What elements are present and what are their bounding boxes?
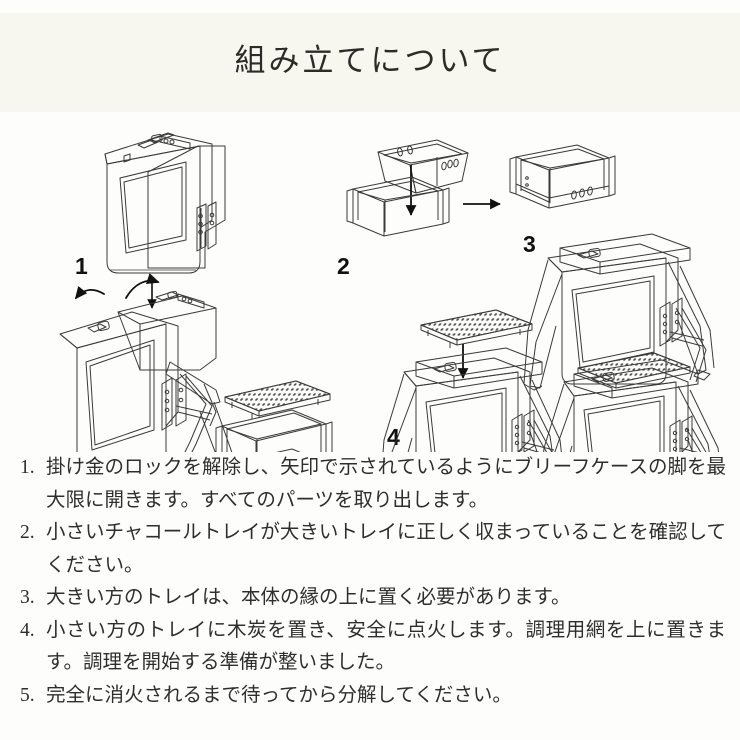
cooking-grate-illustration [224,380,331,419]
list-item-text: 完全に消火されるまで待ってから分解してください。 [46,684,512,706]
list-item-marker: 3. [20,587,35,608]
assembly-diagram-svg: 1 [59,132,719,452]
step2-large-tray [346,176,450,237]
list-item-marker: 4. [20,619,35,641]
list-item-text: 大きい方のトレイは、本体の縁の上に置く必要があります。 [46,587,571,608]
list-item-text: 掛け金のロックを解除し、矢印で示されているようにブリーフケースの脚を最大限に開き… [46,457,726,511]
instruction-list: 1. 掛け金のロックを解除し、矢印で示されているようにブリーフケースの脚を最大限… [20,452,726,712]
list-item-marker: 1. [20,457,35,478]
list-item-text: 小さいチャコールトレイが大きいトレイに正しく収まっていることを確認してください。 [46,522,726,576]
step-number-4: 4 [387,424,400,450]
step2-nested-trays [509,144,616,209]
step2-small-tray [377,139,469,194]
step-number-3: 3 [523,231,536,257]
list-item-text: 小さい方のトレイに木炭を置き、安全に点火します。調理用網を上に置きます。調理を開… [46,619,726,674]
page-title: 組み立てについて [234,43,506,78]
briefcase-opened-illustration [59,290,233,452]
step-number-2: 2 [337,253,350,279]
assembly-illustration-group: 1 [0,112,740,452]
list-item-marker: 2. [20,522,35,543]
step4-cooking-grate [420,309,533,348]
briefcase-closed-illustration [104,132,226,274]
list-item-marker: 5. [20,684,35,706]
list-item: 2. 小さいチャコールトレイが大きいトレイに正しく収まっていることを確認してくだ… [20,517,726,582]
list-item: 4. 小さい方のトレイに木炭を置き、安全に点火します。調理用網を上に置きます。調… [20,615,726,680]
large-tray-illustration [215,409,333,452]
list-item: 3. 大きい方のトレイは、本体の縁の上に置く必要があります。 [20,582,726,615]
list-item: 5. 完全に消火されるまで待ってから分解してください。 [20,680,726,713]
step-number-1: 1 [75,253,88,279]
curved-arrows-step1 [74,273,160,300]
step4-grill-open [382,347,562,452]
title-band [0,13,740,112]
step4-grill-assembled [543,352,719,452]
list-item: 1. 掛け金のロックを解除し、矢印で示されているようにブリーフケースの脚を最大限… [20,452,726,517]
